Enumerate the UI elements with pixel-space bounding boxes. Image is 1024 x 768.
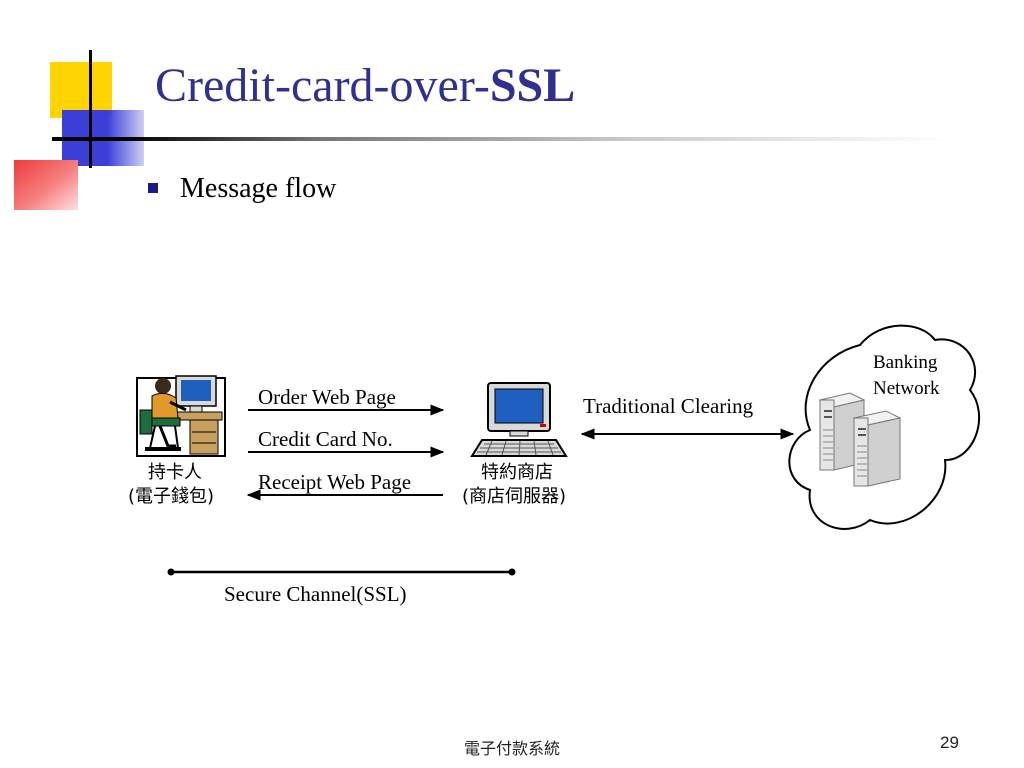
merchant-label: 特約商店 xyxy=(481,462,553,483)
deco-vertical-line xyxy=(89,50,92,168)
footer-text: 電子付款系統 xyxy=(463,739,560,758)
deco-yellow-block xyxy=(50,62,112,118)
server-icon xyxy=(818,392,902,487)
merchant-sublabel: (商店伺服器) xyxy=(462,486,567,507)
secure-channel-label: Secure Channel(SSL) xyxy=(224,582,407,606)
bullet-text: Message flow xyxy=(180,173,337,204)
deco-red-block xyxy=(14,160,78,210)
order-label: Order Web Page xyxy=(258,385,396,409)
channel-endpoint-right xyxy=(508,568,516,576)
title-prefix: Credit-card-over- xyxy=(155,59,490,112)
cardholder-sublabel: (電子錢包) xyxy=(128,486,215,507)
clearing-label: Traditional Clearing xyxy=(583,394,754,418)
person-at-computer-icon xyxy=(136,375,226,457)
card-label: Credit Card No. xyxy=(258,427,393,451)
bank-label-line2: Network xyxy=(873,378,940,399)
bullet-item: Message flow xyxy=(148,173,336,205)
cardholder-label: 持卡人 xyxy=(148,462,202,483)
title-bold: SSL xyxy=(489,59,576,112)
computer-terminal-icon xyxy=(470,382,568,457)
bullet-square-icon xyxy=(148,182,158,193)
page-number: 29 xyxy=(940,733,959,752)
bank-label-line1: Banking xyxy=(873,352,938,373)
channel-endpoint-left xyxy=(167,568,175,576)
receipt-label: Receipt Web Page xyxy=(258,470,412,494)
slide-title: Credit-card-over-SSL xyxy=(155,62,575,110)
title-rule xyxy=(52,137,952,141)
